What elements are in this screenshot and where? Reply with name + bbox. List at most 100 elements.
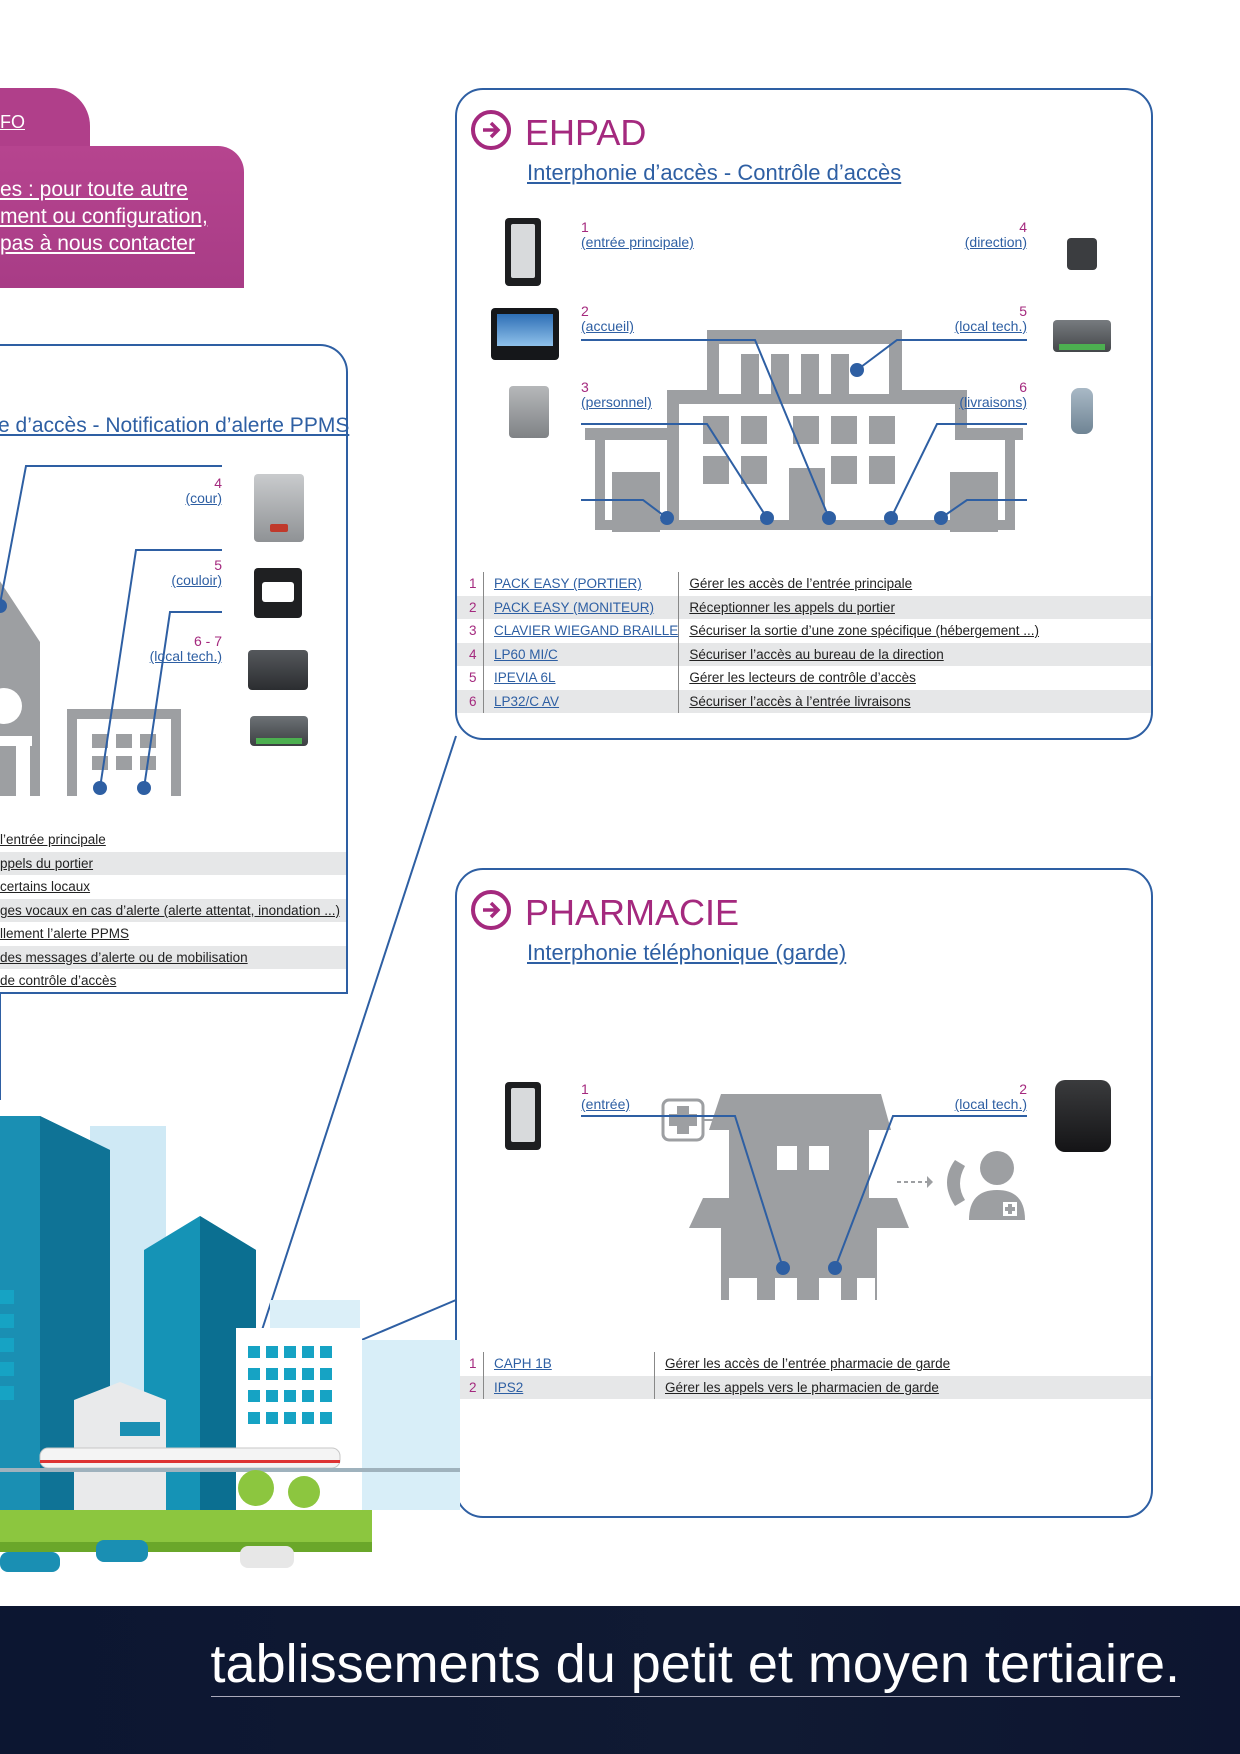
row-description: certains locaux	[0, 879, 91, 895]
video-monitor-device-icon	[491, 308, 559, 360]
row-description: Sécuriser la sortie d’une zone spécifiqu…	[689, 623, 1040, 639]
product-link[interactable]: IPEVIA 6L	[483, 666, 680, 690]
ehpad-label-6: 6(livraisons)	[857, 380, 1027, 410]
arrow-right-circle-icon	[471, 890, 511, 930]
footer-banner: tablissements du petit et moyen tertiair…	[0, 1606, 1240, 1754]
label-number: 6 - 7	[193, 633, 222, 649]
label-text: (local tech.)	[954, 1096, 1027, 1112]
arrow-right-circle-icon	[471, 110, 511, 150]
amplifier-device-icon	[248, 650, 308, 690]
row-description: ppels du portier	[0, 851, 346, 875]
ehpad-panel: EHPAD Interphonie d’accès - Contrôle d’a…	[455, 88, 1153, 740]
callout-line-1: es : pour toute autre	[0, 178, 188, 201]
row-description: Gérer les lecteurs de contrôle d’accès	[689, 670, 916, 686]
pharmacie-subtitle: Interphonie téléphonique (garde)	[527, 940, 847, 965]
pharmacie-label-2: 2(local tech.)	[857, 1082, 1027, 1112]
school-building-illustration	[0, 465, 222, 796]
loudspeaker-device-icon	[1055, 1080, 1111, 1152]
label-number: 3	[581, 379, 589, 395]
label-text: (entrée principale)	[581, 234, 694, 250]
label-text: (entrée)	[581, 1096, 631, 1112]
row-index: 4	[457, 642, 484, 666]
product-link[interactable]: LP60 MI/C	[483, 642, 680, 666]
left-label-6-7: 6 - 7(local tech.)	[90, 634, 222, 664]
label-number: 1	[581, 1081, 589, 1097]
ehpad-title: EHPAD	[525, 112, 647, 153]
label-number: 5	[1019, 303, 1027, 319]
product-link[interactable]: PACK EASY (MONITEUR)	[483, 595, 680, 619]
row-index: 5	[457, 666, 484, 690]
label-text: (local tech.)	[149, 648, 222, 664]
table-row: ges vocaux en cas d’alerte (alerte atten…	[0, 898, 346, 922]
label-text: (local tech.)	[954, 318, 1027, 334]
label-text: (livraisons)	[959, 394, 1027, 410]
ehpad-building-illustration	[581, 330, 1027, 532]
left-panel: e d’accès - Notification d’alerte PPMS 4…	[0, 344, 350, 994]
row-index: 2	[457, 1375, 484, 1399]
access-controller-device-icon	[1053, 320, 1111, 352]
alarm-button-device-icon	[254, 568, 302, 618]
label-number: 6	[1019, 379, 1027, 395]
badge-reader-device-icon	[1071, 388, 1093, 434]
left-label-5: 5(couloir)	[90, 558, 222, 588]
label-number: 2	[1019, 1081, 1027, 1097]
table-row: llement l’alerte PPMS	[0, 922, 346, 946]
product-link[interactable]: IPS2	[483, 1375, 655, 1399]
pharmacy-building-illustration	[581, 1094, 1027, 1304]
callout-line-3: pas à nous contacter	[0, 232, 195, 255]
row-description: Sécuriser l’accès à l’entrée livraisons	[678, 689, 1151, 713]
pharmacie-label-1: 1(entrée)	[581, 1082, 630, 1112]
siren-device-icon	[254, 474, 304, 542]
city-illustration	[0, 1116, 460, 1572]
pharmacie-panel: PHARMACIE Interphonie téléphonique (gard…	[455, 868, 1153, 1518]
row-description: Gérer les accès de l’entrée pharmacie de…	[665, 1356, 951, 1372]
product-link[interactable]: PACK EASY (PORTIER)	[483, 572, 680, 596]
label-text: (couloir)	[171, 572, 222, 588]
row-description: l’entrée principale	[0, 832, 106, 848]
row-description: llement l’alerte PPMS	[0, 926, 130, 942]
ehpad-label-4: 4(direction)	[857, 220, 1027, 250]
row-description: des messages d’alerte ou de mobilisation	[0, 945, 346, 969]
row-index: 2	[457, 595, 484, 619]
row-index: 6	[457, 689, 484, 713]
row-description: Réceptionner les appels du portier	[678, 595, 1151, 619]
label-number: 4	[214, 475, 222, 491]
label-text: (direction)	[964, 234, 1027, 250]
left-panel-subtitle: e d’accès - Notification d’alerte PPMS	[0, 414, 350, 437]
label-number: 1	[581, 219, 589, 235]
table-row: l’entrée principale	[0, 828, 346, 852]
ehpad-label-5: 5(local tech.)	[857, 304, 1027, 334]
contact-callout[interactable]: es : pour toute autre ment ou configurat…	[0, 146, 244, 288]
row-index: 1	[457, 572, 484, 596]
row-description: Sécuriser l’accès au bureau de la direct…	[678, 642, 1151, 666]
controller-device-icon	[250, 716, 308, 746]
product-link[interactable]: CAPH 1B	[483, 1352, 655, 1376]
table-row: de contrôle d’accès	[0, 969, 346, 993]
row-index: 1	[457, 1352, 484, 1376]
label-number: 5	[214, 557, 222, 573]
reader-device-icon	[1067, 238, 1097, 270]
product-link[interactable]: CLAVIER WIEGAND BRAILLE	[483, 619, 680, 643]
connector-lines	[0, 735, 457, 1345]
pharmacie-title: PHARMACIE	[525, 892, 740, 933]
left-panel-table: l’entrée principale ppels du portier cer…	[0, 828, 346, 993]
footer-slogan: tablissements du petit et moyen tertiair…	[210, 1632, 1180, 1697]
row-description: ges vocaux en cas d’alerte (alerte atten…	[0, 898, 346, 922]
label-text: (personnel)	[581, 394, 652, 410]
ehpad-label-1: 1(entrée principale)	[581, 220, 694, 250]
left-label-4: 4(cour)	[110, 476, 222, 506]
product-link[interactable]: LP32/C AV	[483, 689, 680, 713]
label-number: 4	[1019, 219, 1027, 235]
table-row: des messages d’alerte ou de mobilisation	[0, 945, 346, 969]
label-text: (cour)	[185, 490, 222, 506]
door-intercom-device-icon	[505, 1082, 541, 1150]
door-intercom-device-icon	[505, 218, 541, 286]
